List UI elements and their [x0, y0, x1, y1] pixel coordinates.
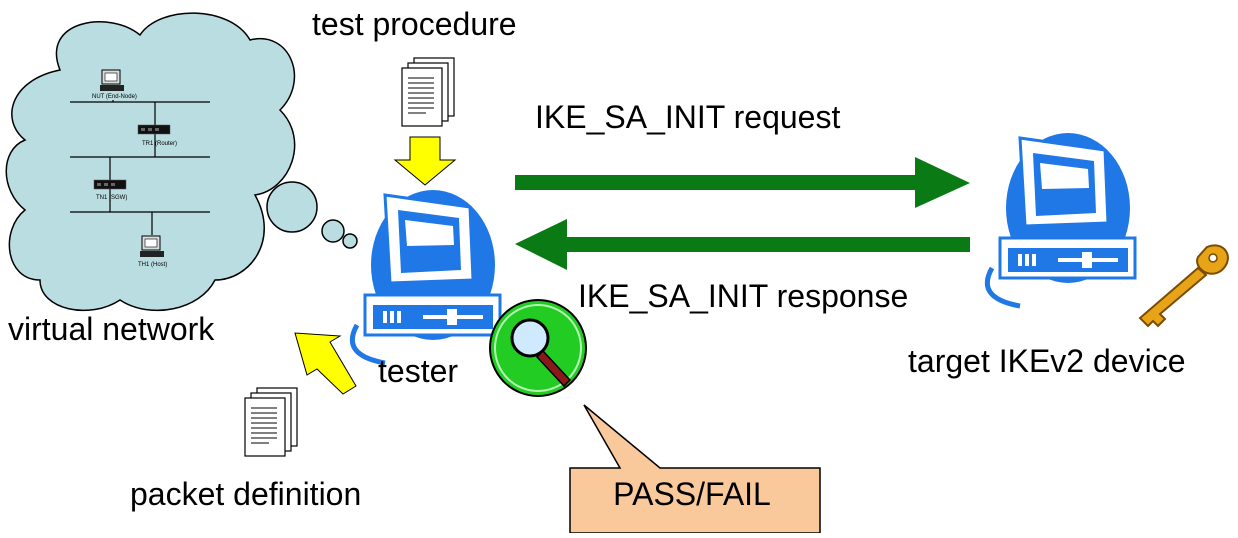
tr1-node-label: TR1 (Router) [142, 141, 177, 147]
request-arrow [515, 157, 970, 208]
tester-computer-icon [352, 190, 500, 363]
packet-definition-label: packet definition [130, 476, 362, 512]
key-icon [1138, 244, 1229, 328]
pass-fail-label: PASS/FAIL [613, 476, 771, 512]
nut-node-icon [99, 69, 125, 92]
target-computer-icon [987, 133, 1135, 306]
procedure-arrow [393, 136, 457, 186]
magnifier-icon [489, 299, 587, 397]
th1-node-label: TH1 (Host) [138, 262, 167, 268]
sgw-icon [93, 179, 127, 190]
response-arrow [515, 219, 970, 270]
ike-response-label: IKE_SA_INIT response [578, 278, 909, 314]
tester-label: tester [378, 353, 459, 389]
router-icon [137, 124, 171, 135]
virtual-network-cloud: NUT (End-Node) TR1 (Router) TN1 (SGW) TH… [5, 12, 358, 312]
test-procedure-document-icon [401, 57, 455, 127]
pass-fail-callout [569, 404, 821, 534]
nut-node-label: NUT (End-Node) [92, 94, 137, 100]
test-procedure-label: test procedure [312, 6, 517, 42]
packet-definition-document-icon [244, 387, 298, 457]
tn1-node-label: TN1 (SGW) [96, 195, 127, 201]
virtual-network-label: virtual network [8, 311, 215, 347]
packet-definition-arrow [294, 332, 357, 395]
target-device-label: target IKEv2 device [908, 343, 1186, 379]
host-node-icon [139, 235, 165, 258]
ike-request-label: IKE_SA_INIT request [535, 99, 841, 135]
